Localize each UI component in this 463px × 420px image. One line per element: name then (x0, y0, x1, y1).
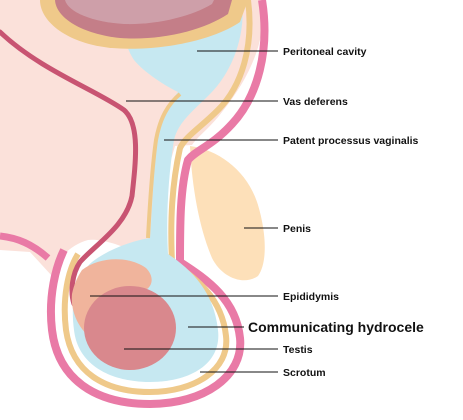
testis-shape (84, 286, 176, 370)
label-peritoneal-cavity: Peritoneal cavity (283, 46, 367, 58)
tan-layer-inner (146, 92, 182, 239)
label-penis: Penis (283, 223, 311, 235)
penis-shape (190, 146, 265, 281)
label-epididymis: Epididymis (283, 291, 339, 303)
label-testis: Testis (283, 344, 313, 356)
scrotum-skin (46, 0, 269, 408)
label-vas-deferens: Vas deferens (283, 96, 348, 108)
left-skin-contour (0, 232, 51, 261)
bowel-fluid-rim (65, 0, 214, 25)
label-scrotum: Scrotum (283, 367, 326, 379)
tan-layer-outer (61, 0, 253, 395)
vas-deferens-tube (0, 29, 139, 307)
label-communicating-hydrocele: Communicating hydrocele (248, 319, 424, 335)
label-patent-processus-vaginalis: Patent processus vaginalis (283, 135, 419, 147)
